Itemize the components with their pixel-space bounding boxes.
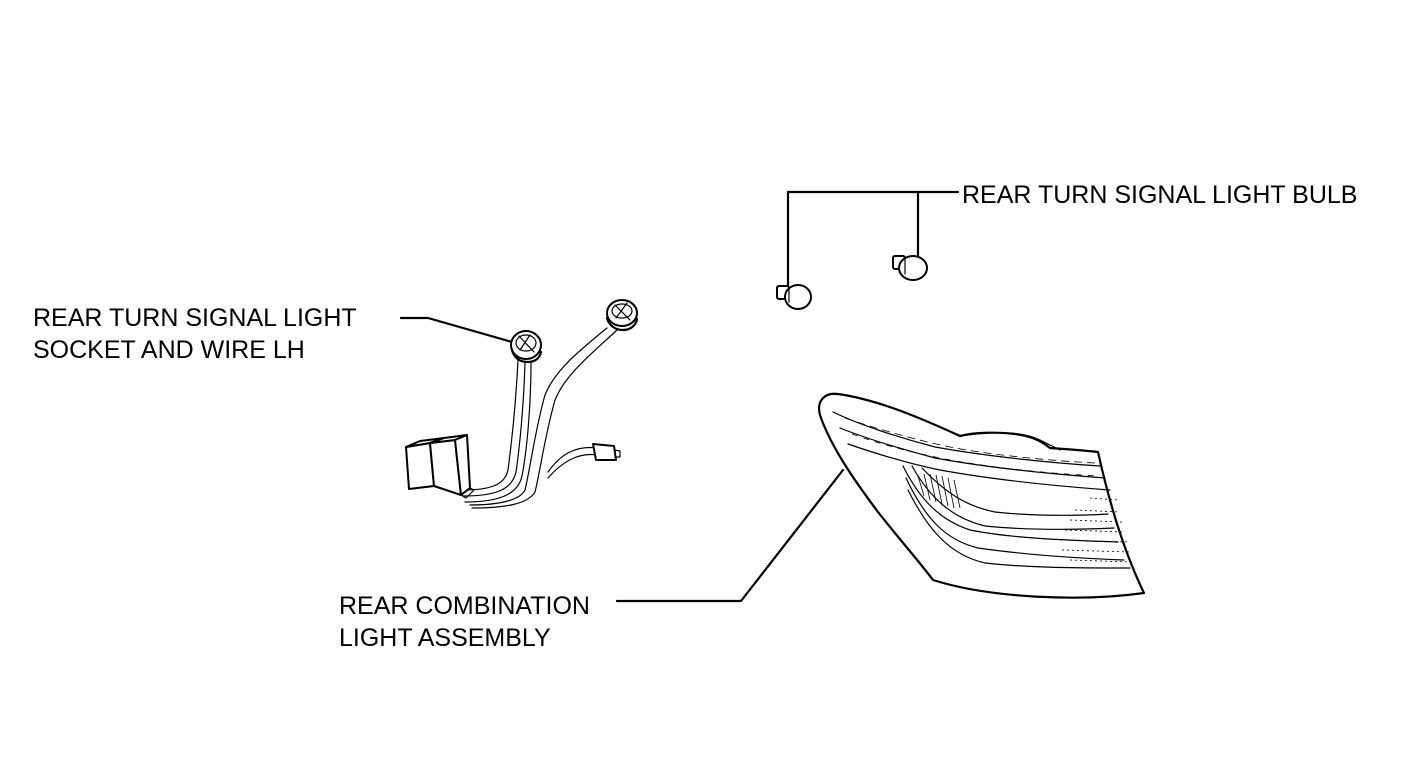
bulb-leader-lines (786, 190, 960, 290)
turn-signal-bulb-left (776, 284, 812, 310)
turn-signal-bulb-right (892, 255, 928, 281)
assembly-label-line1: REAR COMBINATION (339, 592, 590, 620)
assembly-label-line2: LIGHT ASSEMBLY (339, 624, 551, 652)
socket-wire-harness (462, 327, 621, 509)
rear-combination-light-assembly (818, 392, 1146, 599)
harness-connector (405, 434, 475, 499)
socket-label-line2: SOCKET AND WIRE LH (33, 336, 305, 364)
assembly-leader-line (615, 468, 845, 603)
bulb-label: REAR TURN SIGNAL LIGHT BULB (962, 181, 1357, 209)
socket-left (510, 330, 543, 364)
socket-leader-line (399, 316, 514, 344)
socket-label-line1: REAR TURN SIGNAL LIGHT (33, 304, 357, 332)
socket-right (605, 299, 639, 332)
